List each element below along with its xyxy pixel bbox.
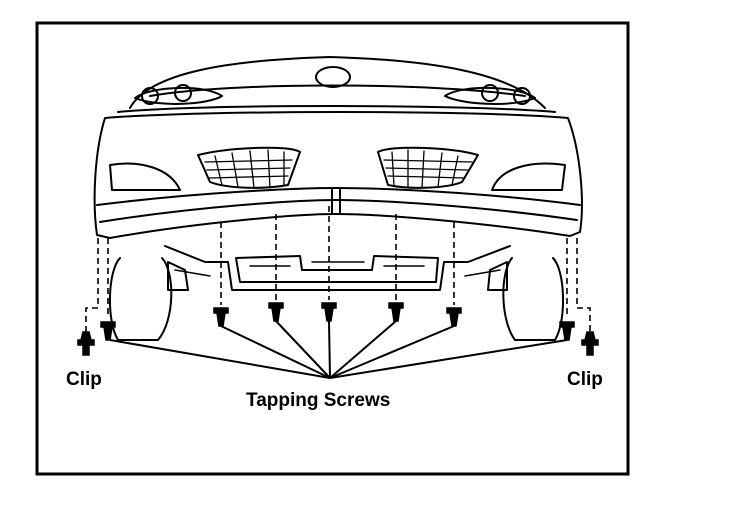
left-side-vent: [109, 162, 181, 191]
right-clip-icon: [581, 331, 599, 356]
right-tire: [502, 257, 564, 341]
left-bracket: [167, 261, 189, 291]
screw-icon: [268, 302, 284, 322]
left-tire: [109, 257, 173, 341]
screw-icon: [559, 321, 575, 341]
right-lamp-lens-icon: [481, 84, 499, 102]
right-tail-lamp: [444, 87, 536, 105]
lower-lip: [96, 187, 581, 206]
undertray: [164, 245, 511, 291]
leader-lines: [109, 320, 568, 379]
vehicle-rear-drawing: [93, 56, 583, 341]
left-tail-lamp: [134, 87, 223, 105]
screw-icon: [321, 302, 337, 322]
right-bracket: [487, 261, 508, 291]
undertray-ribs: [174, 261, 501, 277]
emblem-icon: [315, 66, 351, 88]
rear-roof-outline: [129, 56, 546, 109]
fasteners: [77, 302, 599, 356]
undertray-inner: [235, 255, 439, 283]
screw-icon: [388, 302, 404, 322]
left-lamp-lens-icon-2: [174, 84, 192, 102]
left-clip-icon: [77, 331, 95, 356]
tapping-screws-label: Tapping Screws: [246, 390, 391, 411]
clip-label-left: Clip: [66, 369, 102, 390]
diagram-frame: [35, 21, 630, 476]
alignment-lines: [85, 206, 591, 333]
clip-label-right: Clip: [567, 369, 603, 390]
grille-mesh: [204, 149, 473, 189]
bumper-fascia-outline: [93, 111, 583, 239]
left-lamp-lens-icon: [141, 87, 159, 105]
screw-icon: [213, 307, 229, 327]
center-notch: [331, 187, 341, 215]
right-side-vent: [491, 162, 566, 191]
screw-icon: [446, 307, 462, 327]
fascia-upper-edge: [117, 105, 556, 113]
lower-lip-2: [99, 199, 578, 223]
left-grille: [197, 146, 301, 189]
right-lamp-lens-icon-2: [513, 87, 531, 105]
